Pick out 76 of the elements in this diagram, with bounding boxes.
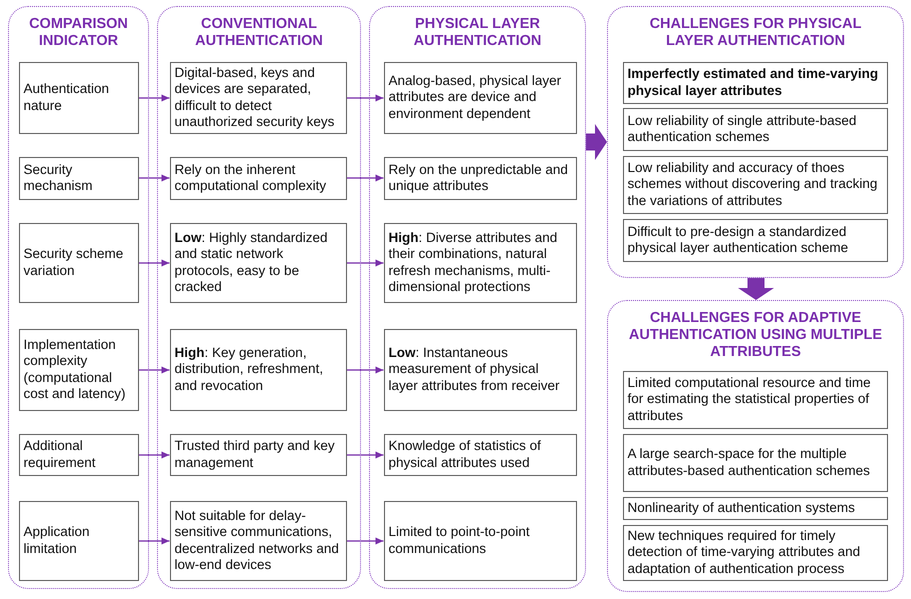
comparison-card <box>384 156 576 200</box>
column-panel <box>8 6 149 589</box>
comparison-text: Knowledge of statistics of physical attributes used <box>388 438 542 471</box>
indicator-card <box>18 62 138 134</box>
comparison-card <box>170 434 346 476</box>
indicator-card <box>18 156 138 200</box>
challenge-text: Low reliability of single attribute-based authentication schemes <box>628 112 858 146</box>
challenge-card <box>622 218 888 262</box>
challenge-text: Difficult to pre-design a standardized physical layer authentication scheme <box>628 224 850 256</box>
arrow <box>346 94 384 102</box>
comparison-card <box>170 328 346 410</box>
indicator-text: Authentication nature <box>24 81 110 114</box>
challenge-panel <box>607 300 904 592</box>
comparison-card <box>384 500 576 580</box>
challenge-card <box>622 62 888 104</box>
challenge-text: Nonlinearity of authentication systems <box>628 500 855 516</box>
arrow <box>346 452 384 458</box>
arrow <box>346 366 384 374</box>
column-panel <box>157 6 361 589</box>
comparison-card <box>384 222 576 302</box>
arrow <box>138 452 170 458</box>
comparison-text: Rely on the inherent computational complexity <box>174 162 328 194</box>
comparison-text: Digital-based, keys and devices are separated, difficult to detect unauthorized security keys <box>174 64 336 130</box>
indicator-text: Security scheme variation <box>24 246 124 279</box>
challenge-text: Low reliability and accuracy of thoes schemes without discovering and tracking the variations of attributes <box>628 160 878 210</box>
comparison-text: Limited to point-to-point communications <box>388 524 531 557</box>
panel-heading: CHALLENGES FOR ADAPTIVE AUTHENTICATION USING MULTIPLE ATTRIBUTES <box>628 310 884 361</box>
arrow <box>138 366 170 374</box>
column-panel <box>369 6 586 589</box>
indicator-card <box>18 222 138 302</box>
comparison-text: Low: Highly standardized and static network protocols, easy to be cracked <box>174 230 329 296</box>
column-heading: COMPARISON INDICATOR <box>28 16 129 50</box>
arrow <box>138 174 170 182</box>
arrow <box>346 260 384 266</box>
block-arrow <box>586 124 607 160</box>
column-heading: PHYSICAL LAYER AUTHENTICATION <box>412 16 542 50</box>
comparison-card <box>384 434 576 476</box>
comparison-text: Low: Instantaneous measurement of physical layer attributes from receiver <box>388 344 561 394</box>
challenge-card <box>622 434 888 492</box>
comparison-text: Rely on the unpredictable and unique attributes <box>388 162 569 194</box>
comparison-text: High: Diverse attributes and their combinations, natural refresh mechanisms, multi-dimensional protections <box>388 230 558 296</box>
comparison-card <box>170 62 346 134</box>
arrow <box>138 94 170 102</box>
arrow <box>346 538 384 544</box>
indicator-text: Security mechanism <box>24 162 94 194</box>
challenge-panel <box>607 6 904 278</box>
comparison-card <box>170 156 346 200</box>
challenge-text: Limited computational resource and time for estimating the statistical properties of attributes <box>628 374 872 424</box>
comparison-card <box>170 500 346 580</box>
challenge-card <box>622 524 888 580</box>
arrow <box>138 538 170 544</box>
comparison-text: Not suitable for delay-sensitive communications, decentralized networks and low-end devices <box>174 508 340 574</box>
comparison-card <box>170 222 346 302</box>
comparison-text: Trusted third party and key management <box>174 438 336 471</box>
indicator-card <box>18 500 138 580</box>
comparison-text: Analog-based, physical layer attributes are device and environment dependent <box>388 72 562 122</box>
comparison-card <box>384 62 576 134</box>
comparison-text: High: Key generation, distribution, refreshment, and revocation <box>174 344 324 394</box>
challenge-card <box>622 156 888 214</box>
panel-heading: CHALLENGES FOR PHYSICAL LAYER AUTHENTICATION <box>648 16 862 50</box>
indicator-text: Application limitation <box>24 524 91 557</box>
indicator-card <box>18 434 138 476</box>
indicator-text: Implementation complexity (computational cost and latency) <box>24 336 127 402</box>
challenge-text: Imperfectly estimated and time-varying physical layer attributes <box>628 66 880 99</box>
challenge-text: A large search-space for the multiple attributes-based authentication schemes <box>628 446 871 479</box>
arrow <box>138 260 170 266</box>
challenge-card <box>622 496 888 520</box>
challenge-card <box>622 108 888 150</box>
comparison-card <box>384 328 576 410</box>
indicator-card <box>18 328 138 410</box>
column-heading: CONVENTIONAL AUTHENTICATION <box>194 16 324 50</box>
arrow <box>346 174 384 182</box>
challenge-text: New techniques required for timely detection of time-varying attributes and adaptation of authentication process <box>628 528 862 578</box>
challenge-card <box>622 370 888 428</box>
indicator-text: Additional requirement <box>24 438 97 471</box>
block-arrow <box>738 278 774 300</box>
